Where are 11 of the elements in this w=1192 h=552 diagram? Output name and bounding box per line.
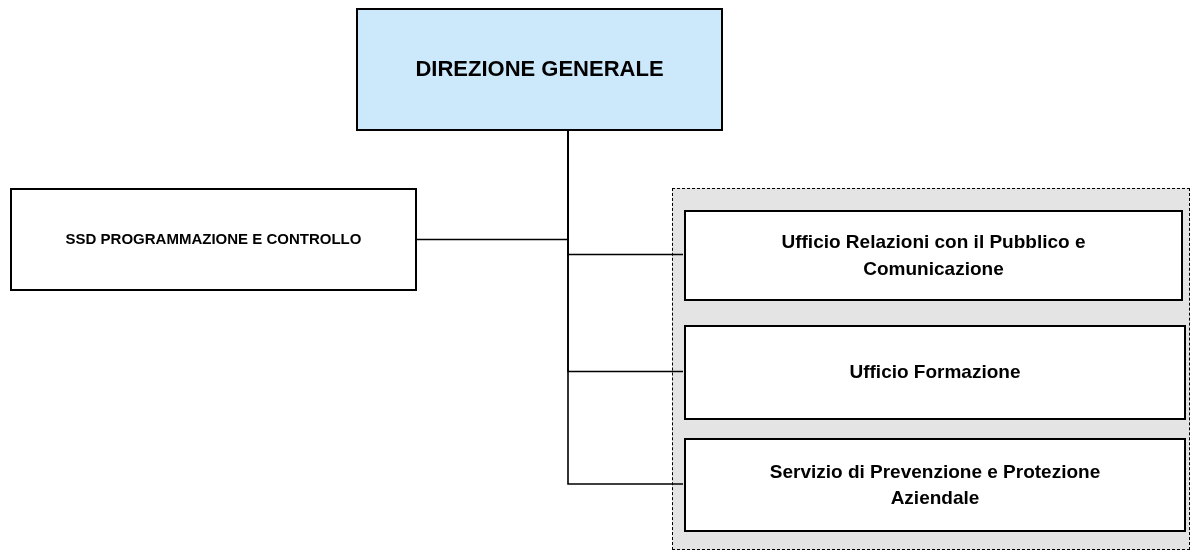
unit-name: Servizio di Prevenzione e Protezione Aziendale [768, 459, 1102, 510]
staff-group-box [672, 188, 1190, 550]
unit-name: SSD PROGRAMMAZIONE E CONTROLLO [64, 229, 363, 250]
unit-box [10, 188, 417, 291]
office-box [684, 325, 1186, 420]
office-box [684, 438, 1186, 532]
unit-name: Ufficio Relazioni con il Pubblico e Comunicazione [780, 230, 1087, 281]
unit-name: DIREZIONE GENERALE [414, 55, 665, 84]
unit-name: Ufficio Formazione [848, 360, 1022, 385]
office-box [684, 210, 1183, 301]
director-box [356, 8, 723, 131]
